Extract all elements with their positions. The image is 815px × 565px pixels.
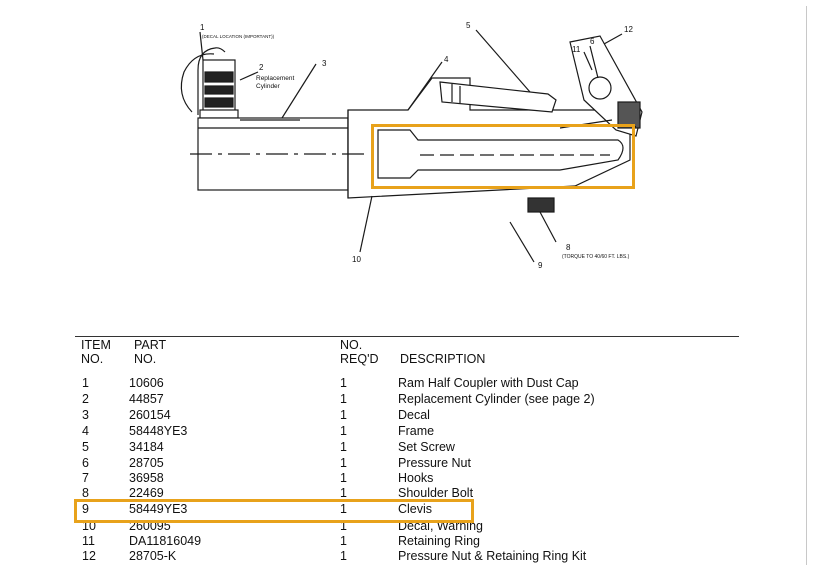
part-number: 34184 <box>129 440 164 454</box>
part-number: 22469 <box>129 486 164 500</box>
header-part-line2: NO. <box>134 352 157 366</box>
table-row: 4 58448YE3 1 Frame <box>0 423 815 439</box>
table-row: 1 10606 1 Ram Half Coupler with Dust Cap <box>0 375 815 391</box>
table-row: 2 44857 1 Replacement Cylinder (see page… <box>0 391 815 407</box>
part-description: Ram Half Coupler with Dust Cap <box>398 376 579 390</box>
table-row: 12 28705-K 1 Pressure Nut & Retaining Ri… <box>0 548 815 564</box>
item-number: 2 <box>82 392 89 406</box>
item-number: 7 <box>82 471 89 485</box>
item-number: 12 <box>82 549 96 563</box>
quantity-required: 1 <box>340 408 347 422</box>
part-number: 28705 <box>129 456 164 470</box>
header-item-line1: ITEM <box>81 338 111 352</box>
part-description: Retaining Ring <box>398 534 480 548</box>
table-row: 11 DA11816049 1 Retaining Ring <box>0 533 815 549</box>
callout-10: 10 <box>352 255 361 264</box>
callout-11: 11 <box>572 45 581 54</box>
part-number: 58449YE3 <box>129 502 188 516</box>
quantity-required: 1 <box>340 486 347 500</box>
part-description: Set Screw <box>398 440 455 454</box>
row-9-highlight-box <box>74 499 474 523</box>
callout-9: 9 <box>538 261 543 270</box>
decal-location-note: (DECAL LOCATION (IMPORTANT)) <box>202 34 275 39</box>
quantity-required: 1 <box>340 549 347 563</box>
table-row: 3 260154 1 Decal <box>0 407 815 423</box>
clevis-highlight-box <box>371 124 635 189</box>
exploded-diagram: 1 2 3 4 5 6 7 8 9 10 11 12 (DECAL LOCATI… <box>180 21 643 270</box>
part-description: Clevis <box>398 502 433 516</box>
part-description: Replacement Cylinder (see page 2) <box>398 392 595 406</box>
callout-3: 3 <box>322 59 327 68</box>
callout-4: 4 <box>444 55 449 64</box>
item-number: 8 <box>82 486 89 500</box>
quantity-required: 1 <box>340 392 347 406</box>
part-number: 44857 <box>129 392 164 406</box>
quantity-required: 1 <box>340 471 347 485</box>
part-description: Pressure Nut <box>398 456 471 470</box>
cylinder-label-line1: Replacement <box>256 75 294 82</box>
table-row: 8 22469 1 Shoulder Bolt <box>0 485 815 501</box>
page-edge <box>806 6 807 565</box>
cylinder-label-line2: Cylinder <box>256 83 281 90</box>
table-row: 7 36958 1 Hooks <box>0 470 815 486</box>
torque-note: (TORQUE TO 40/60 FT. LBS.) <box>562 254 630 260</box>
callout-5: 5 <box>466 21 471 30</box>
item-number: 4 <box>82 424 89 438</box>
part-number: 10606 <box>129 376 164 390</box>
item-number: 9 <box>82 502 89 516</box>
quantity-required: 1 <box>340 440 347 454</box>
table-row: 6 28705 1 Pressure Nut <box>0 455 815 471</box>
quantity-required: 1 <box>340 456 347 470</box>
callout-6: 6 <box>590 37 595 46</box>
table-row-highlighted: 9 58449YE3 1 Clevis <box>0 501 815 517</box>
quantity-required: 1 <box>340 502 347 516</box>
header-rule <box>75 336 739 337</box>
header-description: DESCRIPTION <box>400 352 486 366</box>
header-req-line1: NO. <box>340 338 363 352</box>
quantity-required: 1 <box>340 534 347 548</box>
item-number: 1 <box>82 376 89 390</box>
part-number: 260154 <box>129 408 171 422</box>
part-description: Pressure Nut & Retaining Ring Kit <box>398 549 587 563</box>
item-number: 11 <box>82 534 95 548</box>
part-description: Shoulder Bolt <box>398 486 474 500</box>
table-row: 5 34184 1 Set Screw <box>0 439 815 455</box>
part-number: 36958 <box>129 471 164 485</box>
part-number: 28705-K <box>129 549 177 563</box>
header-item-line2: NO. <box>81 352 104 366</box>
callout-8: 8 <box>566 243 571 252</box>
part-description: Frame <box>398 424 435 438</box>
quantity-required: 1 <box>340 376 347 390</box>
callout-2: 2 <box>259 63 264 72</box>
item-number: 5 <box>82 440 89 454</box>
header-req-line2: REQ'D <box>340 352 379 366</box>
quantity-required: 1 <box>340 424 347 438</box>
item-number: 3 <box>82 408 89 422</box>
part-description: Hooks <box>398 471 434 485</box>
callout-12: 12 <box>624 25 633 34</box>
header-part-line1: PART <box>134 338 167 352</box>
part-description: Decal <box>398 408 430 422</box>
part-number: 58448YE3 <box>129 424 188 438</box>
part-number: DA11816049 <box>129 534 202 548</box>
item-number: 6 <box>82 456 89 470</box>
callout-1: 1 <box>200 23 205 32</box>
quantity-required: 1 <box>340 519 347 533</box>
